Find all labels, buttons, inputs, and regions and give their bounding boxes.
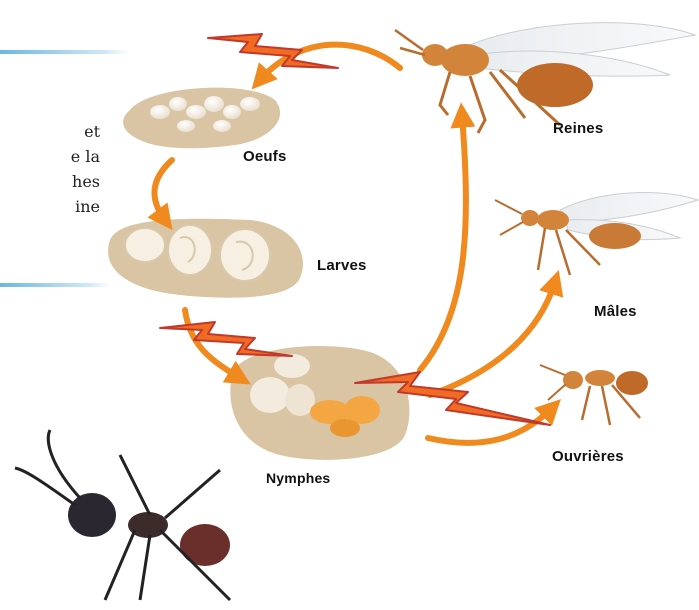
arrow-eggs-to-larvae [155, 160, 172, 220]
stage-label-eggs: Oeufs [243, 148, 287, 165]
queen-ant-illustration [395, 23, 695, 133]
arrow-pupae-to-queens [420, 115, 466, 370]
black-ant-photo [15, 430, 230, 600]
arrow-pupae-to-males [430, 282, 555, 395]
stage-label-queens: Reines [553, 120, 603, 137]
stage-label-pupae: Nymphes [266, 470, 330, 486]
lightning-bolt-top [208, 34, 338, 68]
eggs-nest-tile [123, 88, 280, 149]
male-ant-illustration [495, 193, 698, 275]
stage-label-larvae: Larves [317, 257, 367, 274]
stage-label-workers: Ouvrières [552, 448, 624, 465]
worker-ant-illustration [540, 365, 648, 425]
arrow-larvae-to-pupae [185, 310, 240, 378]
stage-label-males: Mâles [594, 303, 637, 320]
